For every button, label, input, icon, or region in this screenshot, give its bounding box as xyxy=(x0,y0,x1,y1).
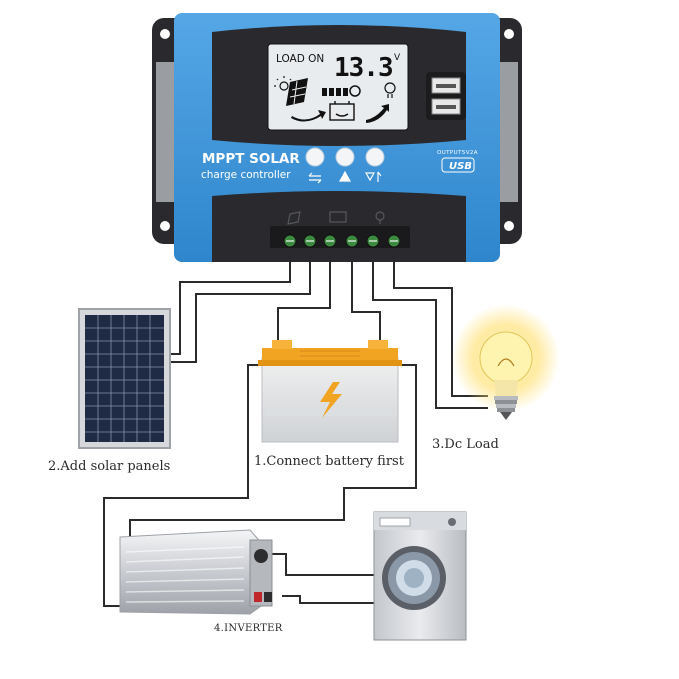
inverter-fan-icon xyxy=(254,549,268,563)
menu-button-3[interactable] xyxy=(365,147,385,167)
lcd-status-text: LOAD ON xyxy=(276,53,324,65)
menu-button-2[interactable] xyxy=(335,147,355,167)
mount-hole xyxy=(504,221,514,231)
light-bulb-icon xyxy=(452,304,560,420)
lcd-panel-icon xyxy=(286,78,308,106)
inverter-terminal xyxy=(264,592,272,602)
charge-controller: LOAD ON 13.3 V xyxy=(152,13,522,262)
mount-hole xyxy=(504,29,514,39)
label-load: 3.Dc Load xyxy=(432,437,499,452)
lcd-unit-text: V xyxy=(394,53,401,63)
inverter-icon xyxy=(119,529,273,615)
mount-hole xyxy=(160,221,170,231)
lcd-arrow-out-icon xyxy=(366,104,389,123)
menu-button-1[interactable] xyxy=(305,147,325,167)
label-solar: 2.Add solar panels xyxy=(48,459,170,474)
usb-badge xyxy=(441,157,475,173)
lcd-voltage-text: 13.3 xyxy=(334,53,393,83)
lcd-bulb-icon xyxy=(384,82,396,98)
terminal-screws xyxy=(283,234,401,248)
terminal-symbols xyxy=(287,211,385,225)
usb-caption: OUTPUT5V2A xyxy=(437,150,478,156)
washing-machine-icon xyxy=(373,511,467,641)
solar-panel-icon xyxy=(78,308,171,449)
brand-title: MPPT SOLAR xyxy=(202,151,300,167)
wires xyxy=(103,248,488,607)
lcd-battery-icon xyxy=(329,101,355,121)
lcd-level-bars-icon xyxy=(322,85,361,97)
label-inverter: 4.INVERTER xyxy=(214,623,283,634)
lcd-screen xyxy=(267,43,409,131)
battery-icon xyxy=(258,340,402,443)
lightning-icon xyxy=(320,382,342,418)
label-battery: 1.Connect battery first xyxy=(254,454,405,469)
brand-subtitle: charge controller xyxy=(201,169,291,181)
inverter-terminal xyxy=(254,592,262,602)
lcd-arrow-in-icon xyxy=(291,110,326,122)
usb-badge-label: USB xyxy=(449,161,472,172)
button-icon-row xyxy=(308,170,382,184)
mount-hole xyxy=(160,29,170,39)
lcd-sun-icon xyxy=(274,76,292,91)
